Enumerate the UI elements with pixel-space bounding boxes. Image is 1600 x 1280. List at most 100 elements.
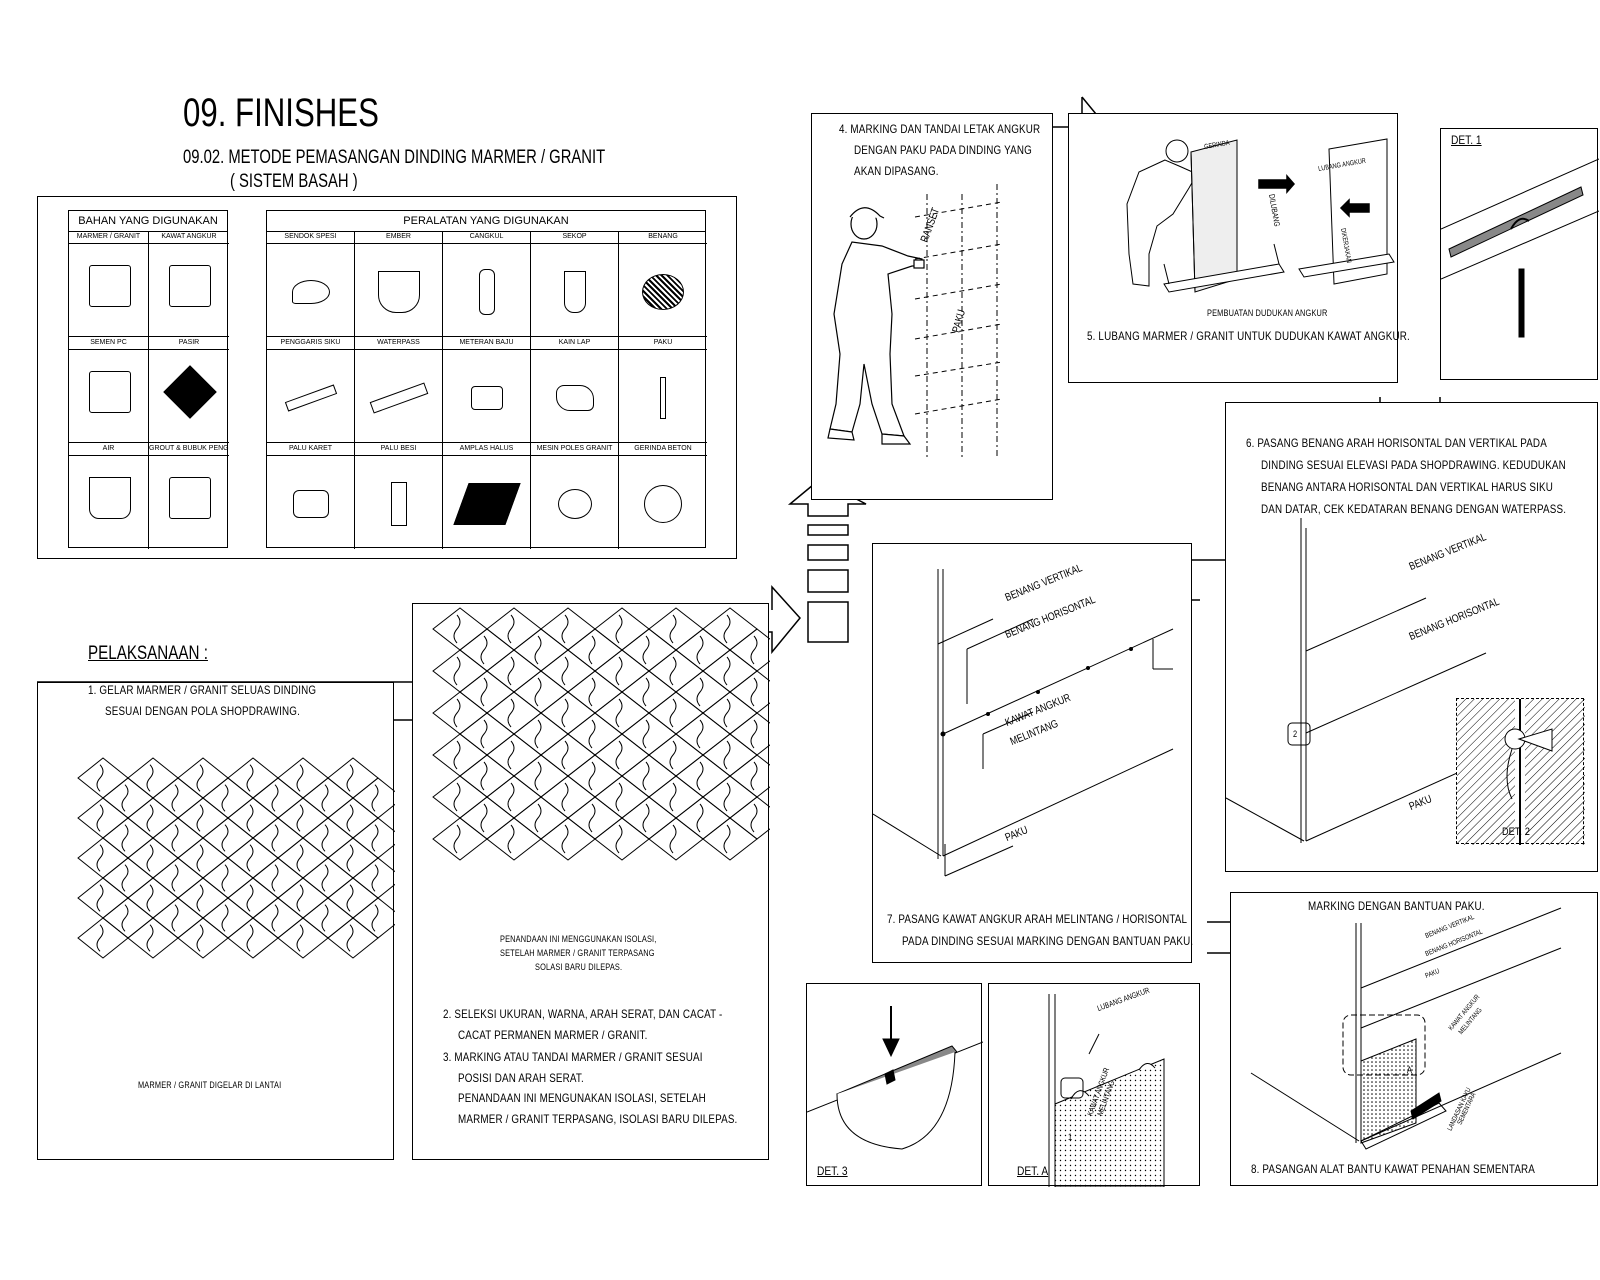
step5-text: 5. LUBANG MARMER / GRANIT UNTUK DUDUKAN …: [1087, 329, 1410, 343]
tile: [675, 754, 731, 798]
tile: [177, 877, 229, 919]
step3-text-1: 3. MARKING ATAU TANDAI MARMER / GRANIT S…: [443, 1050, 703, 1064]
step7-text-2: PADA DINDING SESUAI MARKING DENGAN BANTU…: [902, 934, 1194, 948]
tile: [540, 649, 596, 693]
tile: [702, 733, 758, 777]
tile: [77, 797, 129, 839]
tile-vein: [271, 784, 279, 812]
tile: [594, 607, 650, 651]
tile-vein: [750, 761, 758, 791]
det2-illustration: [1457, 699, 1585, 845]
tile: [352, 857, 395, 899]
tile: [459, 796, 515, 840]
step3-text-2: POSISI DAN ARAH SERAT.: [458, 1071, 584, 1085]
tile-vein: [321, 824, 329, 852]
tile-vein: [321, 904, 329, 932]
tile-vein: [480, 761, 488, 791]
tile-vein: [534, 719, 542, 749]
tile: [729, 628, 770, 672]
tile-vein: [507, 740, 515, 770]
tile-vein: [696, 761, 704, 791]
tile: [152, 817, 204, 859]
tool-icon: [642, 273, 684, 310]
det3-label: DET. 3: [817, 1164, 848, 1178]
tile-vein: [171, 864, 179, 892]
tile-vein: [271, 824, 279, 852]
tile: [202, 897, 254, 939]
tile: [252, 857, 304, 899]
tile: [486, 649, 542, 693]
tool-cell: KAIN LAP: [531, 337, 619, 443]
tile: [327, 757, 379, 799]
step6-text-2: DINDING SESUAI ELEVASI PADA SHOPDRAWING.…: [1261, 458, 1566, 472]
note-text-1: PENANDAAN INI MENGGUNAKAN ISOLASI,: [500, 934, 657, 944]
tile: [459, 754, 515, 798]
tile: [513, 628, 569, 672]
tool-label: PALU KARET: [267, 443, 354, 456]
tool-cell: AMPLAS HALUS: [443, 443, 531, 549]
tile-vein: [561, 824, 569, 854]
tile: [127, 797, 179, 839]
tile: [102, 857, 154, 899]
tile: [648, 691, 704, 735]
tile-vein: [171, 904, 179, 932]
tile: [177, 797, 229, 839]
tile: [702, 691, 758, 735]
tile-vein: [346, 924, 354, 952]
tile: [432, 775, 488, 819]
tile: [729, 712, 770, 756]
tile: [594, 817, 650, 861]
det3-illustration: [807, 1006, 983, 1150]
tool-icon: [644, 485, 682, 524]
step8-marker: A: [1407, 1065, 1413, 1075]
tile-vein: [588, 761, 596, 791]
step7-text-1: 7. PASANG KAWAT ANGKUR ARAH MELINTANG / …: [887, 912, 1188, 926]
materials-heading: BAHAN YANG DIGUNAKAN: [69, 211, 227, 232]
tool-icon: [478, 268, 495, 315]
step4-text-2: DENGAN PAKU PADA DINDING YANG: [854, 143, 1032, 157]
tile-vein: [146, 844, 154, 872]
tile-vein: [507, 782, 515, 812]
tile: [327, 797, 379, 839]
floor-tiles-illustration-2: [432, 607, 770, 861]
tile-vein: [642, 677, 650, 707]
tile: [675, 796, 731, 840]
tile: [540, 817, 596, 861]
tile: [540, 691, 596, 735]
material-label: PASIR: [149, 337, 229, 350]
page-title: 09. FINISHES: [183, 91, 379, 135]
det2-panel: DET. 2: [1456, 698, 1585, 845]
tile-vein: [146, 924, 154, 952]
tile: [675, 670, 731, 714]
tile: [352, 817, 395, 859]
tile-vein: [271, 904, 279, 932]
tool-cell: PENGGARIS SIKU: [267, 337, 355, 443]
tool-cell: GERINDA BETON: [619, 443, 707, 549]
tool-cell: MESIN POLES GRANIT: [531, 443, 619, 549]
tile: [567, 628, 623, 672]
tile: [594, 691, 650, 735]
tile: [277, 877, 329, 919]
tile: [459, 628, 515, 672]
tile-vein: [121, 824, 129, 852]
tile-vein: [615, 824, 623, 854]
tile-vein: [296, 844, 304, 872]
tool-cell: PALU BESI: [355, 443, 443, 549]
step5-caption: PEMBUATAN DUDUKAN ANGKUR: [1207, 308, 1328, 318]
tile-vein: [371, 904, 379, 932]
tool-cell: EMBER: [355, 231, 443, 337]
tile: [102, 777, 154, 819]
tile-vein: [750, 803, 758, 833]
tile-vein: [196, 764, 204, 792]
tile-vein: [750, 635, 758, 665]
tile-vein: [96, 804, 104, 832]
tile-vein: [615, 782, 623, 812]
tool-label: PAKU: [619, 337, 707, 350]
tile: [127, 757, 179, 799]
tile: [252, 897, 304, 939]
det2-label: DET. 2: [1502, 826, 1531, 838]
tile-vein: [615, 698, 623, 728]
tile-vein: [642, 635, 650, 665]
